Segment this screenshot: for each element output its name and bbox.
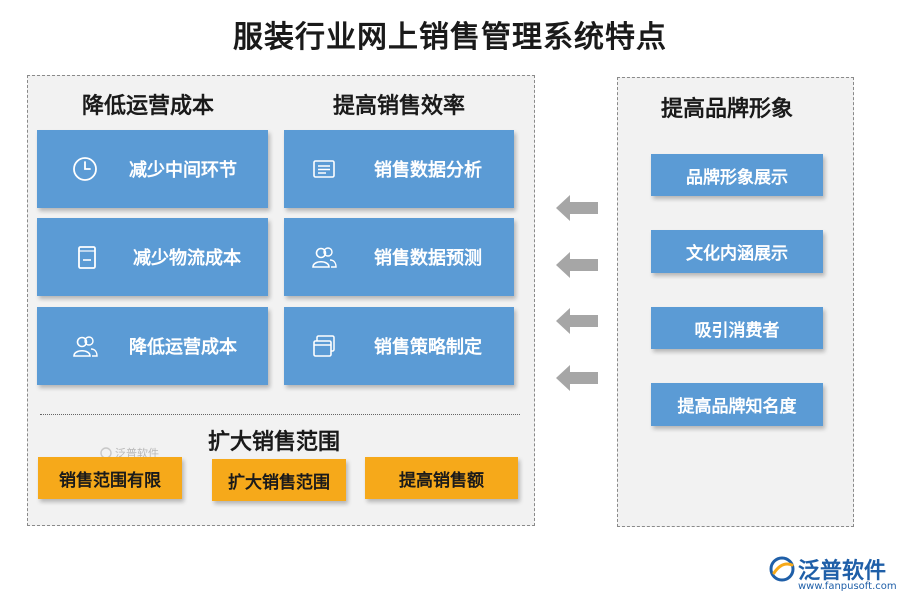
expand-card-1: 销售范围有限 [38,457,182,499]
section-divider [40,414,520,415]
cost-card-2: 减少物流成本 [37,218,268,296]
left-arrow-icon [556,308,598,334]
cost-card-label: 降低运营成本 [129,337,237,358]
cost-card-label: 减少物流成本 [133,248,241,269]
document-icon [78,246,96,269]
efficiency-card-label: 销售数据预测 [374,248,482,269]
users-icon [73,336,98,357]
expand-card-3: 提高销售额 [365,457,518,499]
brand-card-4: 提高品牌知名度 [651,383,823,426]
efficiency-card-label: 销售数据分析 [374,160,482,181]
efficiency-card-3: 销售策略制定 [284,307,514,385]
logo-url: www.fanpusoft.com [798,581,897,592]
brand-card-2: 文化内涵展示 [651,230,823,273]
brand-card-1: 品牌形象展示 [651,154,823,196]
left-arrow-icon [556,252,598,278]
right-panel [617,77,854,527]
expand-card-2: 扩大销售范围 [212,459,346,501]
section-title-efficiency: 提高销售效率 [333,93,466,119]
users-icon [312,247,337,268]
list-icon [313,160,335,178]
logo-name: 泛普软件 [798,559,887,584]
left-arrow-icon [556,195,598,221]
section-title-cost: 降低运营成本 [82,93,215,119]
section-title-brand: 提高品牌形象 [661,96,794,122]
left-arrow-icon [556,365,598,391]
section-title-expand: 扩大销售范围 [208,429,341,455]
efficiency-card-2: 销售数据预测 [284,218,514,296]
watermark-text: 泛普软件 [115,447,159,460]
efficiency-card-1: 销售数据分析 [284,130,514,208]
windows-icon [313,335,335,357]
cost-card-label: 减少中间环节 [129,160,237,181]
brand-logo: 泛普软件 www.fanpusoft.com [768,553,897,595]
efficiency-card-label: 销售策略制定 [374,337,482,358]
page-title: 服装行业网上销售管理系统特点 [233,20,667,55]
fanpu-logo-icon [769,556,795,582]
clock-icon [73,157,97,181]
cost-card-1: 减少中间环节 [37,130,268,208]
brand-card-3: 吸引消费者 [651,307,823,349]
cost-card-3: 降低运营成本 [37,307,268,385]
